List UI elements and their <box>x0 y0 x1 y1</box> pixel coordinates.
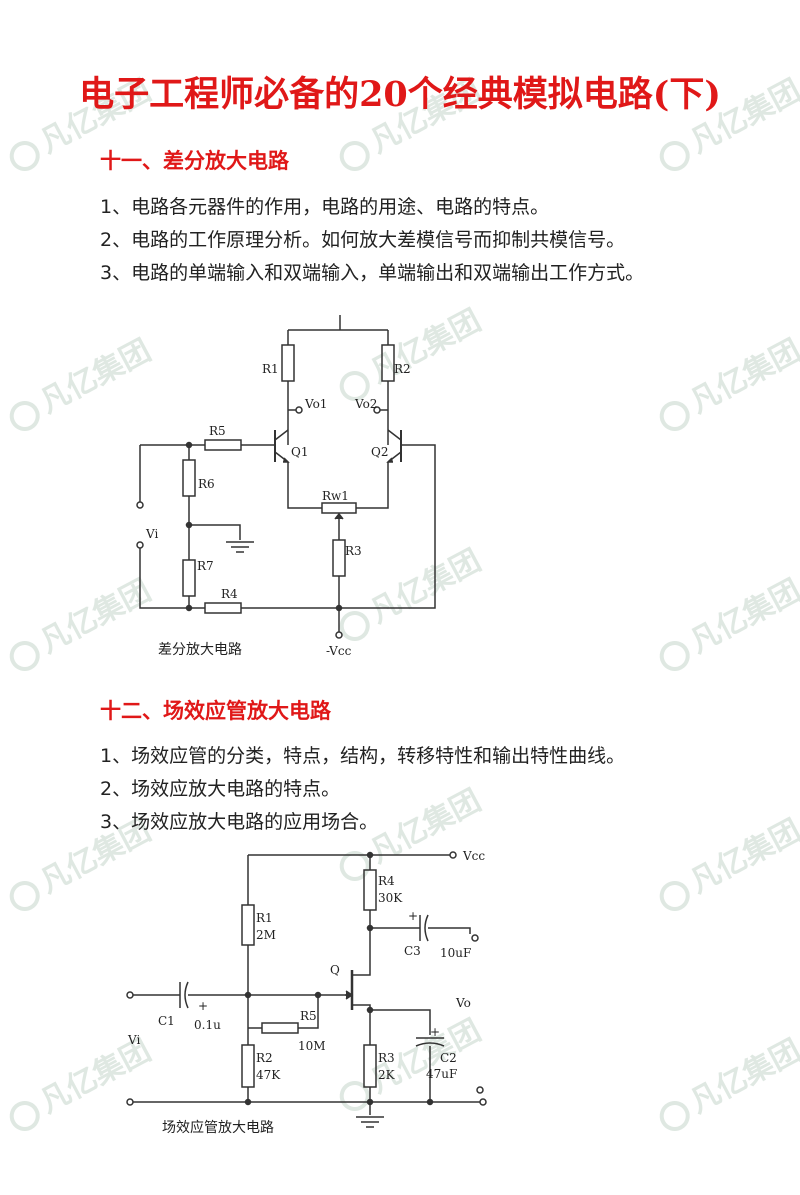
label-c3-value: 10uF <box>440 946 471 960</box>
label-c1-plus: + <box>198 999 208 1013</box>
vi-terminal-bottom <box>126 1098 134 1106</box>
label-c1-value: 0.1u <box>194 1018 221 1032</box>
label-vo: Vo <box>455 996 471 1010</box>
c3-terminal <box>471 934 479 942</box>
page-title: 电子工程师必备的20个经典模拟电路(下) <box>79 74 721 115</box>
label-r3: R3 <box>378 1051 395 1065</box>
label-q2: Q2 <box>371 445 388 459</box>
label-r5-value: 10M <box>298 1039 326 1053</box>
label-r3: R3 <box>345 544 362 558</box>
section-11-item-1: 1、电路各元器件的作用，电路的用途、电路的特点。 <box>100 196 550 218</box>
section-11-item-3: 3、电路的单端输入和双端输入，单端输出和双端输出工作方式。 <box>100 262 645 284</box>
label-c2: C2 <box>440 1051 457 1065</box>
resistor-r1 <box>241 904 255 946</box>
minus-vcc-terminal <box>335 631 343 639</box>
label-r4: R4 <box>221 587 238 601</box>
label-r2: R2 <box>256 1051 273 1065</box>
label-c2-plus: + <box>430 1025 440 1039</box>
label-r6: R6 <box>198 477 215 491</box>
resistor-r5 <box>261 1022 299 1034</box>
resistor-r4 <box>363 869 377 911</box>
capacitor-c3 <box>370 914 471 942</box>
label-vo1: Vo1 <box>304 397 327 411</box>
label-c3-plus: + <box>408 909 418 923</box>
vi-terminal-top <box>126 991 134 999</box>
resistor-r3 <box>363 1044 377 1088</box>
label-c1: C1 <box>158 1014 175 1028</box>
label-vcc: Vcc <box>462 849 485 863</box>
label-minus-vcc: -Vcc <box>326 644 352 658</box>
label-vi: Vi <box>145 527 158 541</box>
label-r4-value: 30K <box>378 891 403 905</box>
vo-terminal-bottom <box>479 1098 487 1106</box>
label-r2: R2 <box>394 362 411 376</box>
label-r1: R1 <box>256 911 273 925</box>
section-12-item-3: 3、场效应放大电路的应用场合。 <box>100 811 379 833</box>
label-r4: R4 <box>378 874 395 888</box>
label-r3-value: 2K <box>378 1068 396 1082</box>
section-12-item-2: 2、场效应放大电路的特点。 <box>100 778 341 800</box>
ground-icon <box>226 541 254 553</box>
section-12-title: 十二、场效应管放大电路 <box>100 699 331 723</box>
label-vo2: Vo2 <box>354 397 377 411</box>
vo-terminal-top <box>476 1086 484 1094</box>
vcc-terminal <box>449 851 457 859</box>
diagram-caption: 差分放大电路 <box>158 642 242 658</box>
label-r2-value: 47K <box>256 1068 281 1082</box>
label-vi: Vi <box>127 1033 140 1047</box>
section-11-item-2: 2、电路的工作原理分析。如何放大差模信号而抑制共模信号。 <box>100 229 626 251</box>
label-c2-value: 47uF <box>426 1067 457 1081</box>
section-11-title: 十一、差分放大电路 <box>100 149 289 173</box>
capacitor-c2 <box>415 1037 445 1102</box>
label-q1: Q1 <box>291 445 308 459</box>
vi-terminal-top <box>136 501 144 509</box>
ground-icon <box>356 1102 384 1128</box>
label-q: Q <box>330 963 340 977</box>
label-c3: C3 <box>404 944 421 958</box>
diagram-caption: 场效应管放大电路 <box>162 1119 274 1136</box>
label-rw1: Rw1 <box>322 489 349 503</box>
capacitor-c1 <box>133 981 350 1009</box>
label-r7: R7 <box>197 559 214 573</box>
resistor-r2 <box>241 1044 255 1088</box>
label-r1-value: 2M <box>256 928 276 942</box>
label-r5: R5 <box>209 424 226 438</box>
label-r1: R1 <box>262 362 279 376</box>
section-12-item-1: 1、场效应管的分类，特点，结构，转移特性和输出特性曲线。 <box>100 745 626 767</box>
label-r5: R5 <box>300 1009 317 1023</box>
